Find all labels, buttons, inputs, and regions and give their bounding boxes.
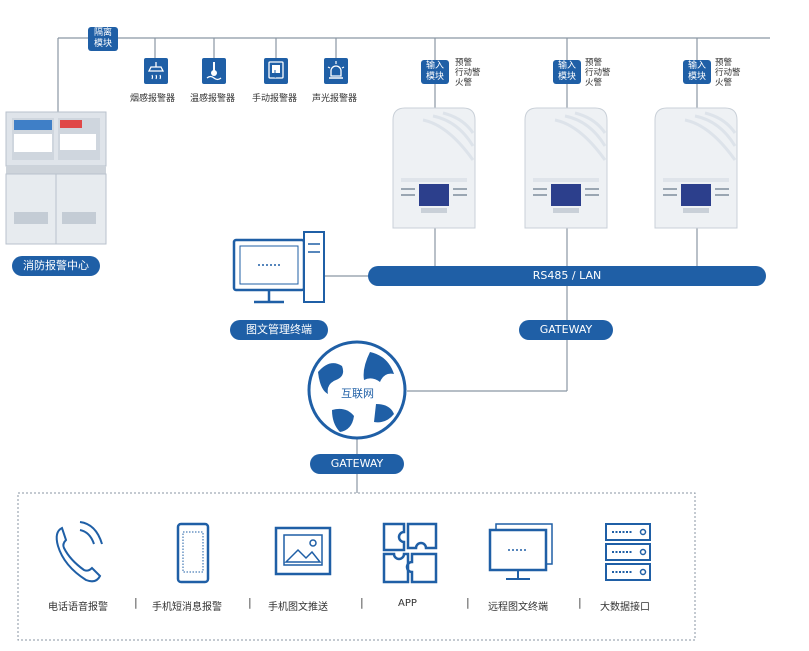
separator: | [134, 596, 138, 609]
sensor-label: 烟感报警器 [130, 94, 176, 104]
input-module-tag: 输入模块 [421, 60, 449, 84]
sensor-label: 温感报警器 [190, 94, 236, 104]
gateway-lower: GATEWAY [310, 454, 404, 474]
sensor-label: 手动报警器 [252, 94, 298, 104]
rs485-lan-bus: RS485 / LAN [368, 266, 766, 286]
detector-unit [392, 107, 476, 229]
fire-center-label: 消防报警中心 [12, 256, 100, 276]
separator: | [360, 596, 364, 609]
gateway-upper: GATEWAY [519, 320, 613, 340]
phone-icon [55, 521, 103, 583]
strobe-siren-icon [324, 58, 348, 88]
internet-label: 互联网 [339, 385, 376, 401]
management-terminal-label: 图文管理终端 [230, 320, 328, 340]
sensor-label: 声光报警器 [312, 94, 358, 104]
input-signal-list: 预警行动警火警 [585, 58, 611, 88]
puzzle-app-icon [382, 522, 438, 584]
remote-terminal-icon [488, 523, 553, 580]
heat-detector-icon [202, 58, 226, 88]
separator: | [466, 596, 470, 609]
detector-unit [524, 107, 608, 229]
input-signal-list: 预警行动警火警 [455, 58, 481, 88]
detector-unit [654, 107, 738, 229]
output-label: 手机图文推送 [268, 602, 328, 613]
separator: | [578, 596, 582, 609]
output-label: 电话语音报警 [48, 602, 108, 613]
smoke-detector-icon [144, 58, 168, 88]
separator: | [248, 596, 252, 609]
output-label: 大数据接口 [600, 602, 650, 613]
mobile-sms-icon [176, 522, 210, 584]
output-label: 远程图文终端 [488, 602, 548, 613]
image-push-icon [274, 526, 332, 576]
output-label: APP [398, 598, 417, 609]
input-module-tag: 输入模块 [683, 60, 711, 84]
manual-alarm-icon [264, 58, 288, 88]
input-signal-list: 预警行动警火警 [715, 58, 741, 88]
server-rack-icon [605, 523, 651, 581]
input-module-tag: 输入模块 [553, 60, 581, 84]
output-label: 手机短消息报警 [152, 602, 222, 613]
isolation-module-tag: 隔离模块 [88, 27, 118, 51]
